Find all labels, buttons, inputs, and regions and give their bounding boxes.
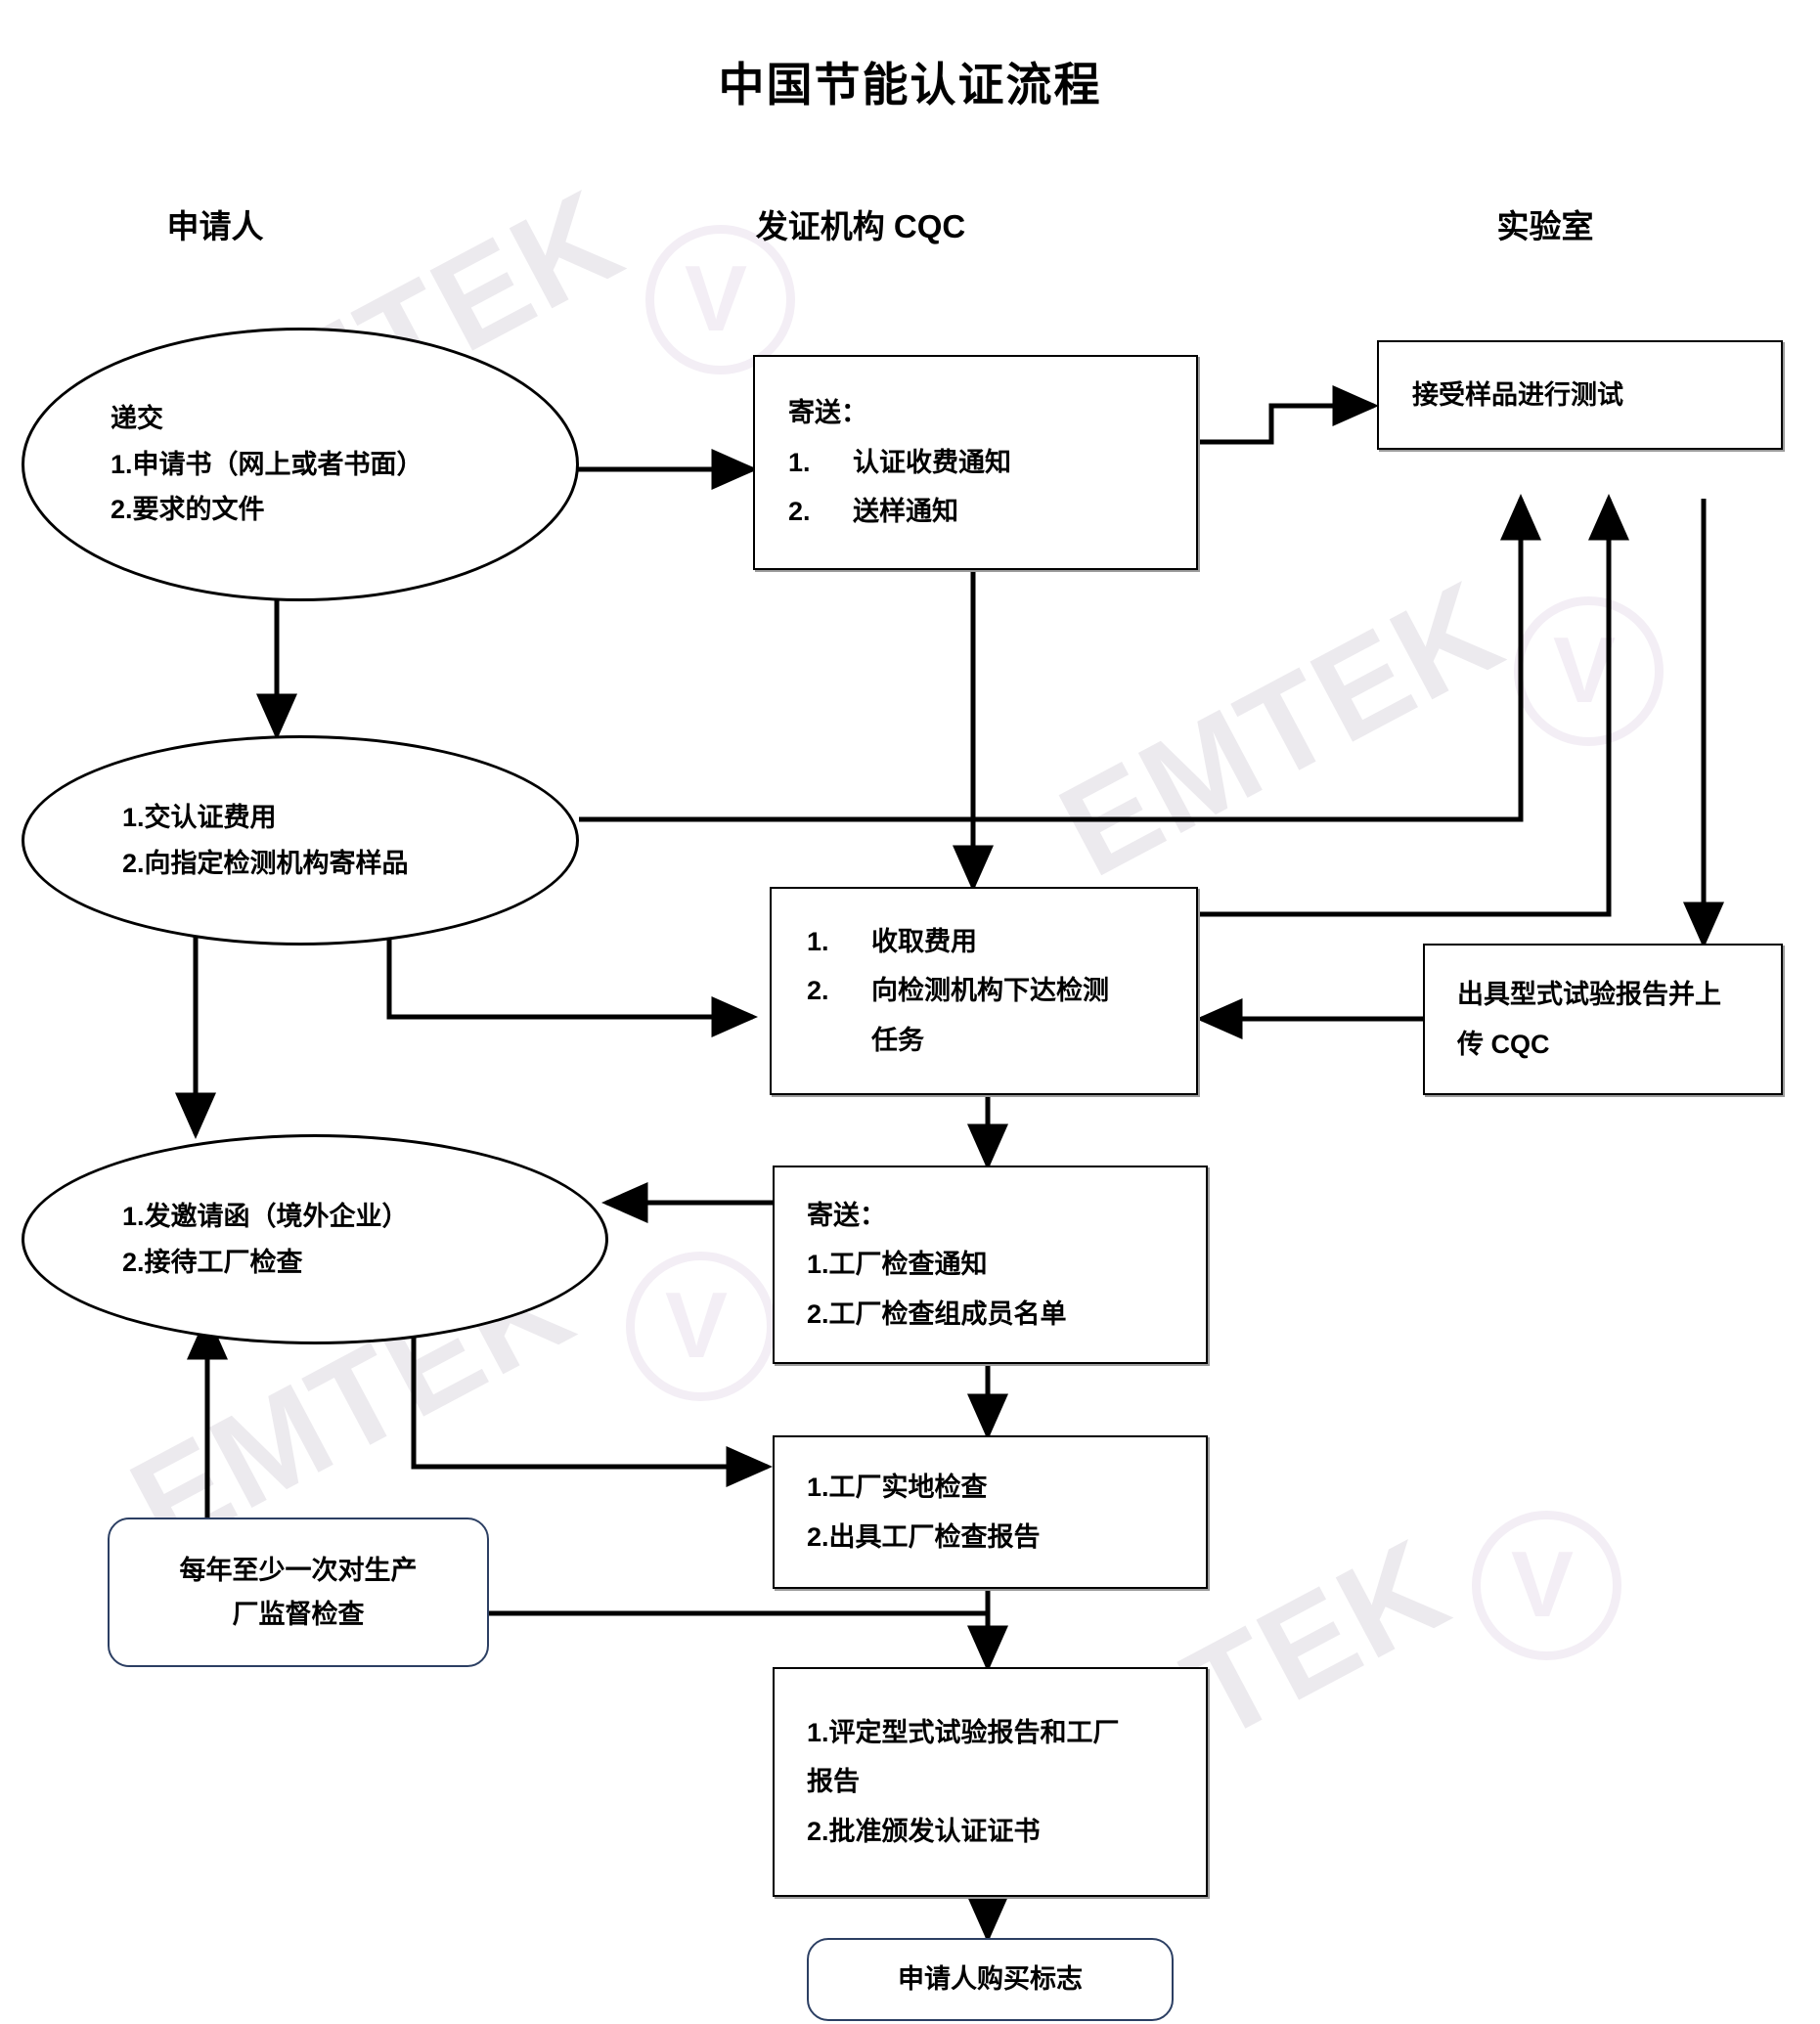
node-invitation[interactable]: 1.发邀请函（境外企业） 2.接待工厂检查 (22, 1134, 608, 1344)
arrow-collect-fee-to-lab (1195, 494, 1630, 917)
node-line: 1.申请书（网上或者书面） (111, 449, 423, 479)
node-line: 传 CQC (1457, 1029, 1550, 1059)
node-line: 2.出具工厂检查报告 (807, 1521, 1041, 1552)
node-list-item: 任务 (807, 1025, 1196, 1055)
list-index: 1. (788, 447, 811, 477)
node-submit[interactable]: 递交 1.申请书（网上或者书面） 2.要求的文件 (22, 328, 579, 601)
node-line: 2.要求的文件 (111, 495, 265, 525)
node-evaluate-approve[interactable]: 1.评定型式试验报告和工厂 报告 2.批准颁发认证证书 (773, 1667, 1208, 1897)
list-index: 2. (788, 497, 811, 527)
node-line: 申请人购买标志 (898, 1964, 1083, 1995)
node-collect-fee[interactable]: 1. 收取费用 2. 向检测机构下达检测 任务 (770, 887, 1198, 1095)
node-line: 2.向指定检测机构寄样品 (122, 848, 409, 878)
watermark-emtek: EMTEK (1037, 552, 1524, 905)
watermark-v-icon: V (665, 1273, 729, 1378)
arrow-invitation-to-factory-inspect (411, 1325, 773, 1488)
node-send-inspection[interactable]: 寄送： 1.工厂检查通知 2.工厂检查组成员名单 (773, 1166, 1208, 1364)
node-line: 1.发邀请函（境外企业） (122, 1202, 409, 1232)
node-line: 寄送： (788, 398, 867, 428)
line-factory-inspect-to-annual-supervision (469, 1589, 991, 1616)
node-list-item: 2. 送样通知 (788, 497, 1196, 527)
watermark-ring-icon (626, 1252, 776, 1401)
list-text: 收取费用 (871, 926, 977, 956)
watermark-v-icon: V (1553, 618, 1617, 723)
page-title: 中国节能认证流程 (718, 59, 1102, 110)
node-pay-fee[interactable]: 1.交认证费用 2.向指定检测机构寄样品 (22, 735, 579, 946)
node-line: 2.工厂检查组成员名单 (807, 1298, 1067, 1329)
watermark-ring-icon (1514, 596, 1664, 746)
list-text: 向检测机构下达检测 (871, 976, 1109, 1006)
node-line: 2.批准颁发认证证书 (807, 1816, 1041, 1846)
list-index (807, 1027, 871, 1054)
list-text: 任务 (871, 1025, 924, 1055)
list-index: 2. (807, 976, 829, 1006)
node-line: 厂监督检查 (232, 1599, 365, 1629)
node-factory-inspect[interactable]: 1.工厂实地检查 2.出具工厂检查报告 (773, 1435, 1208, 1589)
watermark-v-icon: V (1511, 1532, 1575, 1637)
list-text: 送样通知 (853, 497, 958, 527)
node-line: 1.交认证费用 (122, 803, 277, 833)
node-line: 接受样品进行测试 (1412, 379, 1623, 410)
node-list-item: 1. 认证收费通知 (788, 447, 1196, 477)
node-line: 寄送： (807, 1200, 886, 1230)
node-issue-report[interactable]: 出具型式试验报告并上 传 CQC (1423, 944, 1783, 1095)
column-header-lab: 实验室 (1496, 208, 1594, 244)
node-line: 1.工厂检查通知 (807, 1250, 988, 1280)
node-annual-supervision[interactable]: 每年至少一次对生产 厂监督检查 (108, 1518, 489, 1667)
node-line: 1.评定型式试验报告和工厂 (807, 1717, 1120, 1747)
watermark-ring-icon (1472, 1511, 1621, 1660)
list-text: 认证收费通知 (853, 447, 1011, 477)
node-line: 报告 (807, 1767, 860, 1797)
node-line: 每年至少一次对生产 (179, 1556, 418, 1586)
node-line: 1.工厂实地检查 (807, 1473, 988, 1503)
column-header-cqc: 发证机构 CQC (755, 208, 966, 244)
watermark-v-icon: V (685, 246, 748, 351)
node-send-notices[interactable]: 寄送： 1. 认证收费通知 2. 送样通知 (753, 355, 1198, 570)
node-line: 2.接待工厂检查 (122, 1247, 303, 1277)
node-line: 出具型式试验报告并上 (1457, 980, 1721, 1010)
node-receive-samples[interactable]: 接受样品进行测试 (1377, 340, 1783, 450)
arrow-send-notices-to-receive-samples (1195, 385, 1379, 445)
node-line: 递交 (111, 404, 163, 434)
column-header-applicant: 申请人 (166, 208, 264, 244)
node-list-item: 2. 向检测机构下达检测 (807, 976, 1196, 1006)
node-buy-mark[interactable]: 申请人购买标志 (807, 1938, 1174, 2021)
node-list-item: 1. 收取费用 (807, 926, 1196, 956)
list-index: 1. (807, 926, 829, 956)
